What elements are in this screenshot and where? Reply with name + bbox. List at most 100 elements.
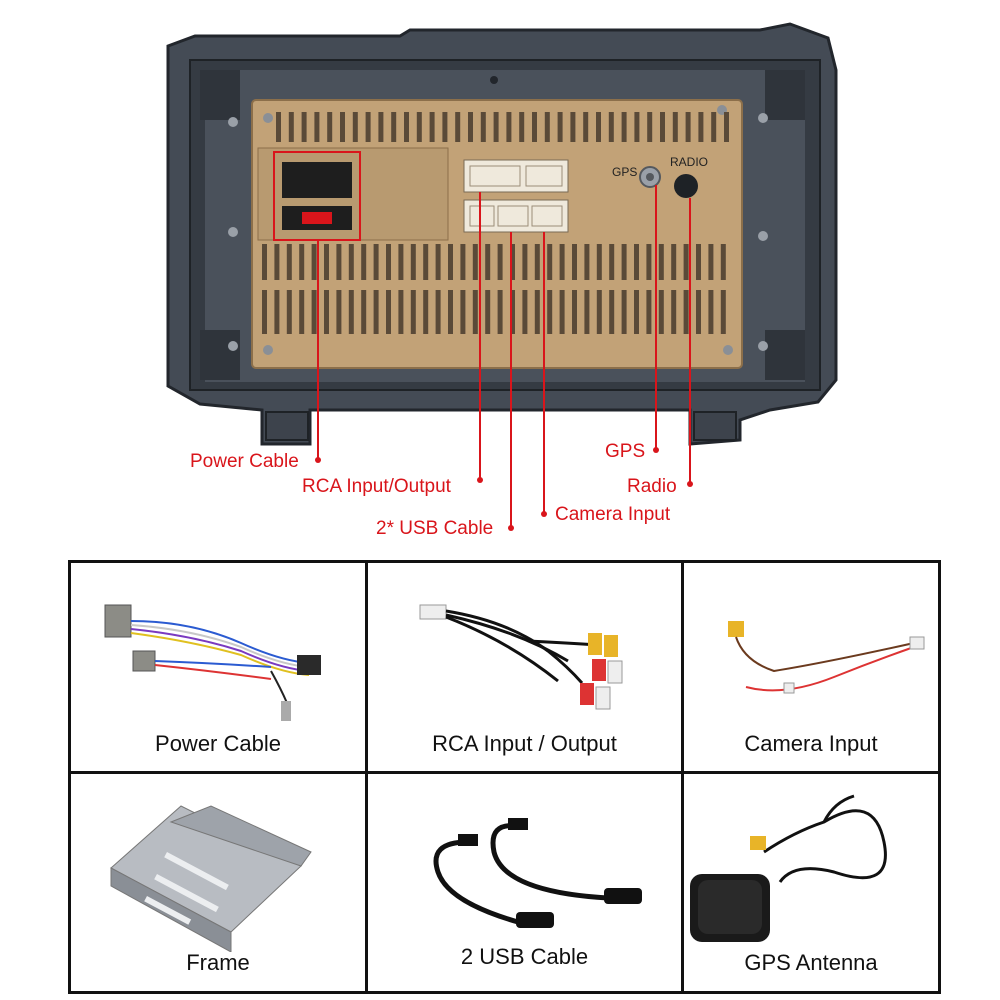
vent-slot <box>378 112 384 142</box>
accessory-usb-cables: 2 USB Cable <box>368 774 681 994</box>
vent-slot <box>448 244 453 280</box>
vent-slot <box>485 290 491 334</box>
vent-slot <box>696 290 701 334</box>
vent-slot <box>672 112 678 142</box>
vent-slot <box>410 290 416 334</box>
usb-cables-icon <box>433 818 642 928</box>
vent-slot <box>274 244 280 280</box>
callout-power-cable: Power Cable <box>190 451 299 472</box>
vent-slot <box>646 244 652 280</box>
camera-input-cable-icon <box>728 621 925 694</box>
vent-slot <box>696 244 701 280</box>
vent-slot <box>497 290 503 334</box>
vent-slot <box>683 244 689 280</box>
vent-slot <box>497 244 503 280</box>
vent-slot <box>621 112 627 142</box>
vent-slot <box>288 112 294 142</box>
callout-gps: GPS <box>605 441 646 462</box>
vent-slot <box>398 244 404 280</box>
vent-slot <box>660 112 665 142</box>
vent-slot <box>460 244 466 280</box>
accessory-label: 2 USB Cable <box>460 944 589 969</box>
vent-slot <box>557 112 563 142</box>
lower-vent-slots <box>262 244 726 334</box>
accessory-label: GPS Antenna <box>744 950 878 975</box>
vent-slot <box>683 290 689 334</box>
vent-slot <box>262 290 267 334</box>
vent-slot <box>522 290 528 334</box>
vent-slot <box>671 290 677 334</box>
vent-slot <box>506 112 512 142</box>
vent-slot <box>472 244 478 280</box>
vent-slot <box>410 244 416 280</box>
vent-slot <box>286 290 292 334</box>
vent-slot <box>621 290 627 334</box>
vent-slot <box>720 244 726 280</box>
vent-slot <box>386 244 391 280</box>
vent-slot <box>324 290 329 334</box>
vent-slot <box>634 244 639 280</box>
gps-port-label: GPS <box>612 165 637 179</box>
vent-slot <box>646 290 652 334</box>
vent-slot <box>365 112 371 142</box>
vent-slot <box>348 290 354 334</box>
vent-slot <box>708 290 714 334</box>
accessory-label: Frame <box>186 950 250 975</box>
accessory-power-cable: Power Cable <box>71 563 365 771</box>
vent-slot <box>584 290 590 334</box>
vent-slot <box>398 290 404 334</box>
vent-slot <box>510 244 515 280</box>
vent-slot <box>559 290 565 334</box>
vent-slot <box>435 244 441 280</box>
top-vent-slots <box>276 112 729 142</box>
vent-slot <box>416 112 422 142</box>
accessory-camera-cable: Camera Input <box>684 563 938 771</box>
vent-slot <box>311 244 317 280</box>
vent-slot <box>559 244 565 280</box>
accessories-grid: Power Cable <box>68 560 941 994</box>
vent-slot <box>286 244 292 280</box>
vent-slot <box>570 112 576 142</box>
vent-slot <box>493 112 499 142</box>
accessory-label: RCA Input / Output <box>432 731 617 756</box>
vent-slot <box>685 112 691 142</box>
vent-slot <box>468 112 473 142</box>
vent-slot <box>262 244 267 280</box>
vent-slot <box>373 290 379 334</box>
vent-slot <box>572 244 577 280</box>
vent-slot <box>519 112 525 142</box>
vent-slot <box>534 244 540 280</box>
vent-slot <box>299 244 305 280</box>
vent-slot <box>435 290 441 334</box>
vent-slot <box>609 244 615 280</box>
vent-slot <box>609 290 615 334</box>
vent-slot <box>544 112 550 142</box>
vent-slot <box>711 112 717 142</box>
rca-cable-icon <box>419 604 623 710</box>
vent-slot <box>336 290 342 334</box>
vent-slot <box>301 112 307 142</box>
vent-slot <box>522 244 528 280</box>
vent-slot <box>485 244 491 280</box>
accessory-frame: Frame <box>71 774 365 994</box>
vent-slot <box>671 244 677 280</box>
vent-slot <box>373 244 379 280</box>
vent-slot <box>340 112 345 142</box>
gps-antenna-icon <box>690 794 887 942</box>
vent-slot <box>532 112 537 142</box>
vent-slot <box>480 112 486 142</box>
vent-slot <box>391 112 397 142</box>
vent-slot <box>448 290 453 334</box>
vent-slot <box>386 290 391 334</box>
vent-slot <box>429 112 435 142</box>
vent-slot <box>720 290 726 334</box>
callout-rca: RCA Input/Output <box>302 476 451 497</box>
vent-slot <box>314 112 320 142</box>
vent-slot <box>596 290 602 334</box>
vent-slot <box>547 290 553 334</box>
callout-usb: 2* USB Cable <box>376 518 494 539</box>
vent-slot <box>423 244 429 280</box>
vent-slot <box>327 112 333 142</box>
power-cable-harness-icon <box>104 604 321 721</box>
mounting-frame-icon <box>110 805 312 952</box>
